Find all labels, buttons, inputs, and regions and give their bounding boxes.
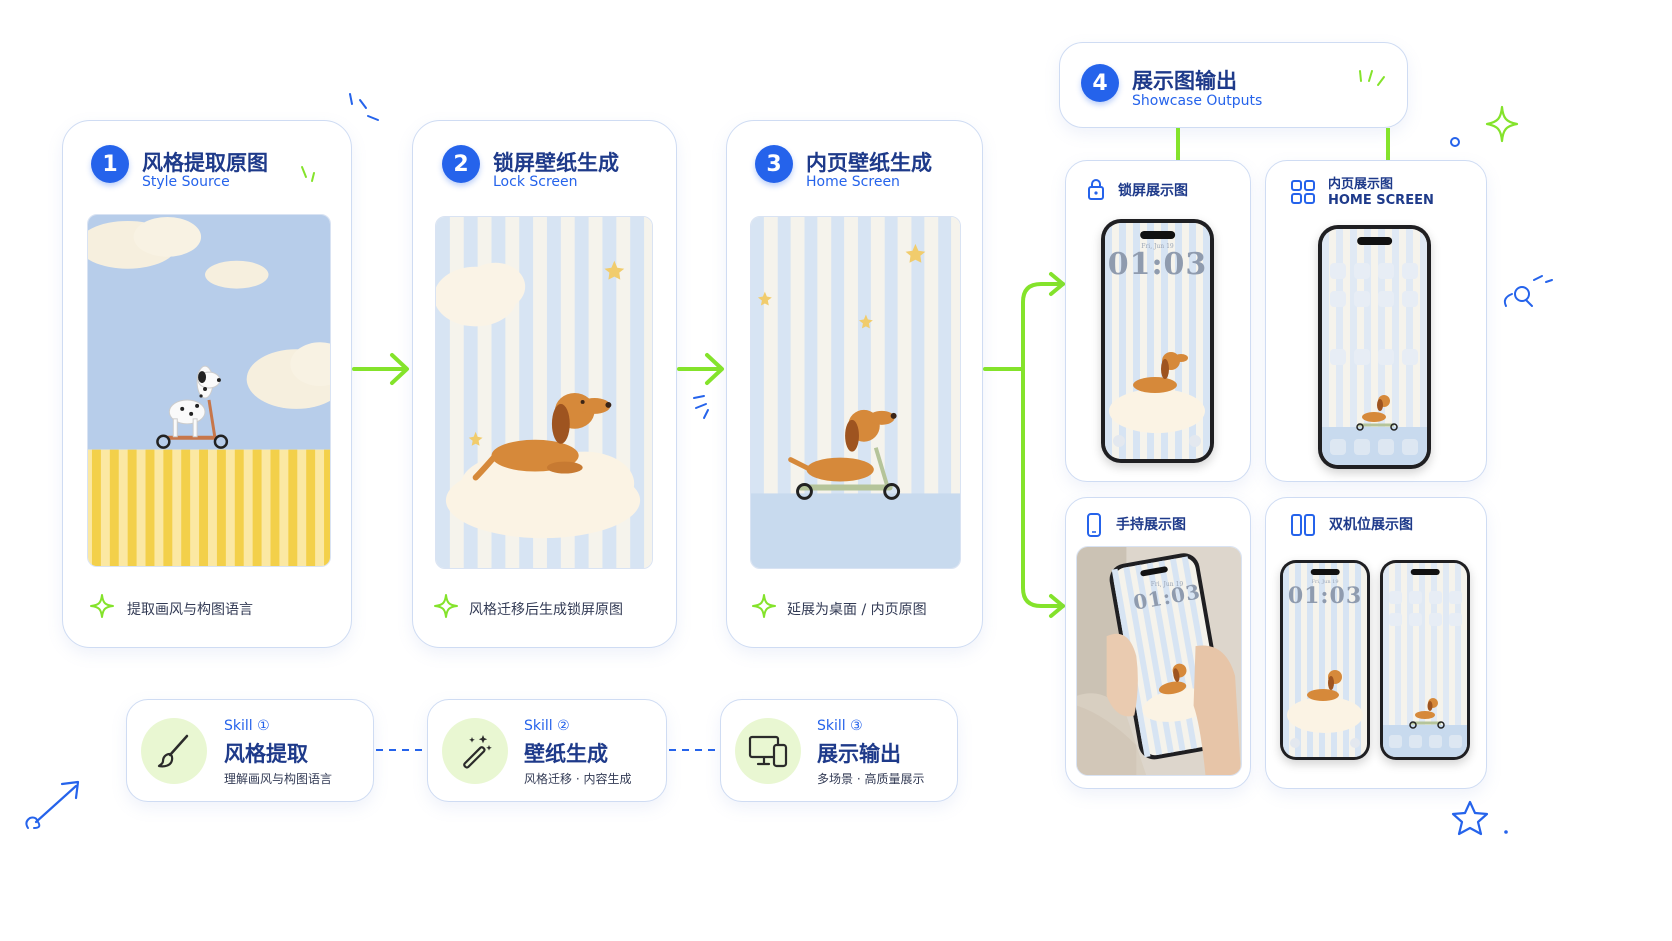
step-title: 内页壁纸生成: [806, 151, 932, 175]
step-subtitle: Lock Screen: [493, 174, 578, 190]
home-screen-wallpaper-image: [750, 216, 961, 569]
panel-subtitle: HOME SCREEN: [1328, 193, 1434, 208]
grid-icon: [1291, 180, 1315, 204]
step-caption: 提取画风与构图语言: [127, 602, 253, 618]
skill-description: 多场景 · 高质量展示: [817, 772, 925, 786]
circle-doodle-icon: [1450, 137, 1460, 147]
step-caption: 风格迁移后生成锁屏原图: [469, 602, 623, 618]
spark-lines-doodle-icon: [349, 93, 379, 121]
flow-arrow-3-to-4-branch: [983, 272, 1065, 618]
dual-phone-lock-mockup: Fri, Jun 19 01:03: [1280, 560, 1370, 760]
flow-arrow-1-to-2: [352, 353, 409, 385]
skill-label: Skill ③: [817, 718, 863, 734]
step-subtitle: Style Source: [142, 174, 230, 190]
step-subtitle: Showcase Outputs: [1132, 93, 1263, 109]
header-connector: [1176, 128, 1390, 160]
swirl-doodle-icon: [1503, 275, 1553, 307]
arrow-doodle-icon: [25, 780, 80, 829]
panel-title: 双机位展示图: [1329, 517, 1413, 533]
spark-lines-doodle-icon: [693, 395, 709, 419]
output-panel-lock-screen: 锁屏展示图 Fri, Jun 19 01:03: [1065, 160, 1251, 482]
skill-title: 壁纸生成: [524, 742, 608, 766]
sparkle-doodle-icon: [1359, 70, 1385, 86]
panel-title: 手持展示图: [1116, 517, 1186, 533]
panel-title: 锁屏展示图: [1118, 183, 1188, 199]
step-number-badge: 2: [442, 145, 480, 183]
skill-label: Skill ①: [224, 718, 270, 734]
skill-label: Skill ②: [524, 718, 570, 734]
sparkle-icon: [90, 594, 114, 618]
brush-icon: [157, 734, 189, 768]
lock-screen-phone-mockup: Fri, Jun 19 01:03: [1101, 219, 1214, 463]
skill-dashed-connector: [376, 749, 426, 751]
step-number-badge: 1: [91, 145, 129, 183]
devices-icon: [748, 735, 788, 768]
dual-phone-date: Fri, Jun 19: [1311, 579, 1339, 585]
style-source-image: [87, 214, 331, 567]
step-title: 锁屏壁纸生成: [493, 151, 619, 175]
handheld-photo: Fri, Jun 19 01:03: [1076, 546, 1242, 776]
skill-title: 展示输出: [817, 742, 901, 766]
lock-screen-date: Fri, Jun 19: [1141, 243, 1174, 250]
skill-card-style-extraction: Skill ① 风格提取 理解画风与构图语言: [126, 699, 374, 802]
flow-arrow-2-to-3: [677, 353, 724, 385]
skill-dashed-connector: [669, 749, 719, 751]
lock-screen-wallpaper-image: [435, 216, 653, 569]
step-card-home-screen: 3 内页壁纸生成 Home Screen: [726, 120, 983, 648]
skill-card-wallpaper-generation: Skill ② 壁纸生成 风格迁移 · 内容生成: [427, 699, 667, 802]
lock-screen-clock: 01:03: [1107, 247, 1208, 282]
skill-icon-wrap: [735, 718, 801, 784]
skill-icon-wrap: [141, 718, 207, 784]
step-title: 展示图输出: [1132, 69, 1237, 93]
output-panel-home-screen: 内页展示图 HOME SCREEN: [1265, 160, 1487, 482]
step-card-lock-screen: 2 锁屏壁纸生成 Lock Screen: [412, 120, 677, 648]
skill-title: 风格提取: [224, 742, 308, 766]
skill-description: 风格迁移 · 内容生成: [524, 772, 632, 786]
skill-card-showcase-output: Skill ③ 展示输出 多场景 · 高质量展示: [720, 699, 958, 802]
magic-wand-icon: [463, 735, 492, 769]
output-panel-handheld: 手持展示图: [1065, 497, 1251, 789]
step-card-style-source: 1 风格提取原图 Style Source: [62, 120, 352, 648]
sparkle-icon: [752, 594, 776, 618]
phone-icon: [1087, 513, 1101, 537]
step-number-badge: 4: [1081, 64, 1119, 102]
sparkle-star-doodle-icon: [1485, 105, 1519, 143]
sparkle-icon: [434, 594, 458, 618]
output-panel-dual-phone: 双机位展示图 Fri, Jun 19 01:03: [1265, 497, 1487, 789]
skill-icon-wrap: [442, 718, 508, 784]
home-screen-phone-mockup: [1318, 225, 1431, 469]
handheld-date: Fri, Jun 19: [1150, 581, 1184, 588]
dual-phone-home-mockup: [1380, 560, 1470, 760]
step-subtitle: Home Screen: [806, 174, 900, 190]
skill-description: 理解画风与构图语言: [224, 772, 333, 786]
step-title: 风格提取原图: [142, 151, 268, 175]
sparkle-doodle-icon: [301, 166, 315, 182]
panel-title: 内页展示图: [1328, 177, 1394, 192]
showcase-outputs-header: 4 展示图输出 Showcase Outputs: [1059, 42, 1408, 128]
step-caption: 延展为桌面 / 内页原图: [787, 602, 927, 618]
star-doodle-icon: [1451, 800, 1508, 836]
step-number-badge: 3: [755, 145, 793, 183]
lock-icon: [1088, 179, 1104, 200]
dual-phone-clock: 01:03: [1287, 583, 1363, 609]
dual-phone-icon: [1291, 514, 1315, 536]
